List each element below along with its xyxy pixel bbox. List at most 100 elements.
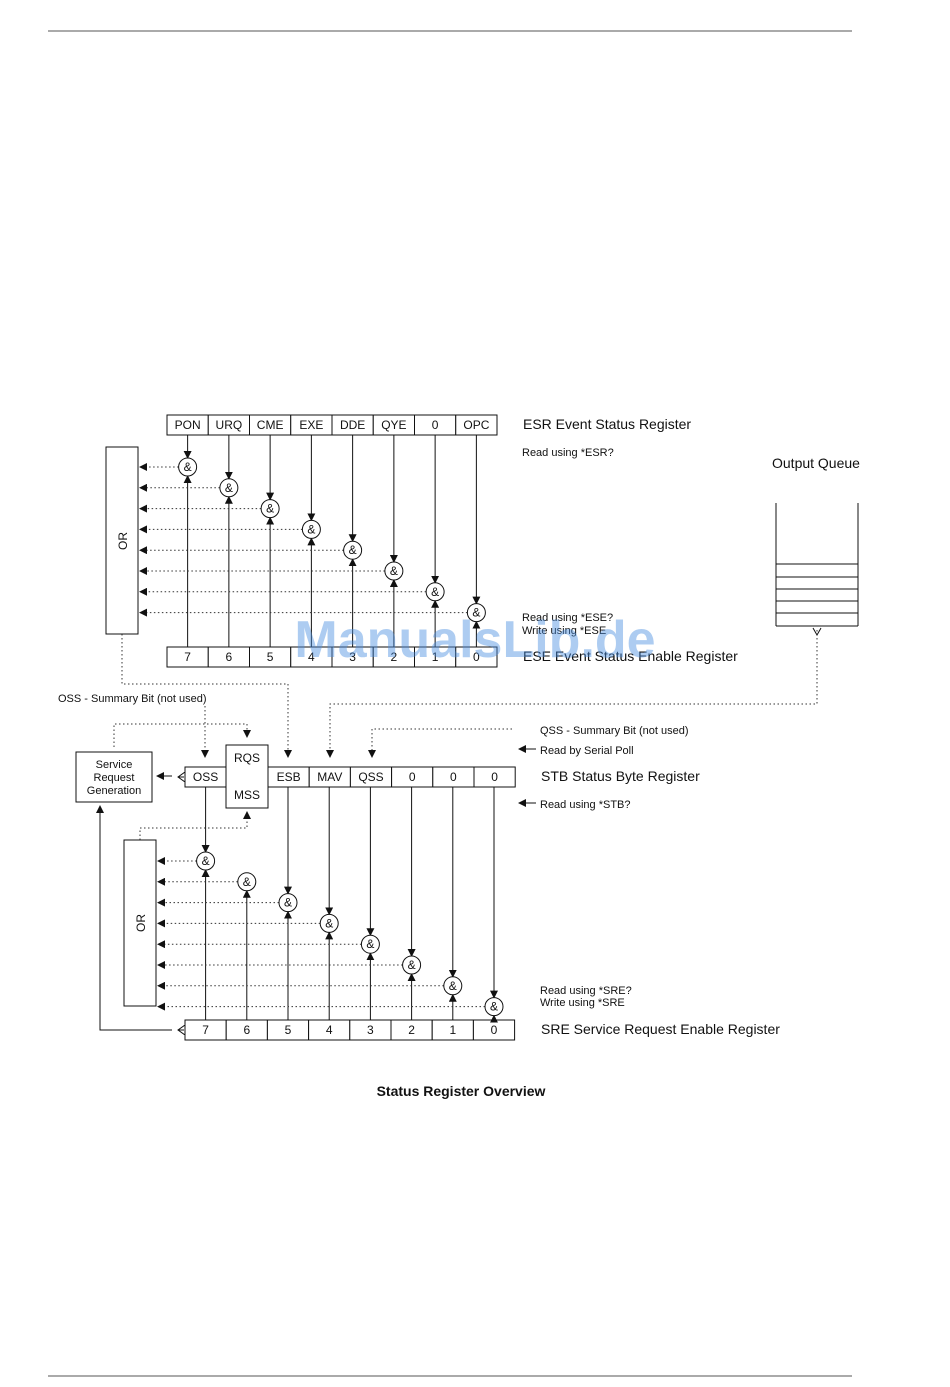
srq-line-1: Service	[96, 759, 133, 771]
queue-outlet	[812, 627, 822, 637]
ese-bit-6: 1	[432, 650, 439, 664]
stb-read: Read using *STB?	[540, 799, 631, 811]
sre-bit-2: 5	[285, 1023, 292, 1037]
and-gate-top-3-symbol: &	[307, 522, 315, 536]
and-gate-top-0	[178, 457, 198, 477]
sre-write: Write using *SRE	[540, 997, 625, 1009]
figure-caption: Status Register Overview	[377, 1083, 546, 1099]
misc-connections	[96, 627, 822, 1031]
and-gate-top-5	[384, 561, 404, 581]
esr-bit-3: EXE	[299, 418, 323, 432]
sre-title: SRE Service Request Enable Register	[541, 1021, 780, 1037]
and-gate-bottom-4-symbol: &	[366, 937, 374, 951]
esr-title: ESR Event Status Register	[523, 416, 691, 432]
and-gate-top-0-symbol: &	[184, 460, 192, 474]
or-gate-top	[105, 446, 139, 635]
ese-bit-4: 3	[349, 650, 356, 664]
ese-read: Read using *ESE?	[522, 612, 613, 624]
sre-register: 7 6 5 4 3 2 1 0	[184, 1019, 516, 1041]
and-gate-top-2	[260, 499, 280, 519]
stb-read-serial: Read by Serial Poll	[540, 745, 634, 757]
and-gate-top-5-symbol: &	[390, 564, 398, 578]
and-gate-top-6	[425, 582, 445, 602]
esr-bit-6: 0	[432, 418, 439, 432]
or-gate-bottom-label: OR	[134, 914, 148, 932]
mss-label: MSS	[234, 788, 260, 802]
and-gate-top-4-symbol: &	[349, 543, 357, 557]
sre-bit-0: 7	[202, 1023, 209, 1037]
and-gate-bottom-2	[278, 893, 298, 913]
and-gate-top-7-symbol: &	[472, 606, 480, 620]
and-gate-bottom-3-symbol: &	[325, 916, 333, 930]
esr-bit-1: URQ	[216, 418, 243, 432]
esr-bit-4: DDE	[340, 418, 365, 432]
and-gate-bottom-0-symbol: &	[202, 854, 210, 868]
and-gate-bottom-3	[319, 913, 339, 933]
sre-bit-6: 1	[449, 1023, 456, 1037]
ese-bit-0: 7	[184, 650, 191, 664]
ese-bit-1: 6	[226, 650, 233, 664]
or-top-to-esb	[121, 634, 292, 758]
sre-read: Read using *SRE?	[540, 985, 632, 997]
and-gate-bottom-7	[484, 997, 504, 1017]
ese-title: ESE Event Status Enable Register	[523, 648, 738, 664]
stb-title: STB Status Byte Register	[541, 768, 700, 784]
and-gate-bottom-5-symbol: &	[408, 958, 416, 972]
esr-bit-0: PON	[175, 418, 201, 432]
esr-read: Read using *ESR?	[522, 447, 614, 459]
and-gate-bottom-7-symbol: &	[490, 1000, 498, 1014]
sre-bit-4: 3	[367, 1023, 374, 1037]
or-gate-bottom	[123, 839, 157, 1007]
ese-bit-7: 0	[473, 650, 480, 664]
sre-bit-5: 2	[408, 1023, 415, 1037]
and-gate-bottom-2-symbol: &	[284, 896, 292, 910]
esr-bit-7: OPC	[463, 418, 489, 432]
ese-bit-3: 4	[308, 650, 315, 664]
queue-to-mav	[326, 630, 818, 758]
sre-bit-3: 4	[326, 1023, 333, 1037]
output-queue-label: Output Queue	[772, 455, 860, 471]
stb-bit-0: OSS	[193, 770, 218, 784]
output-queue	[775, 503, 859, 627]
ese-bit-5: 2	[391, 650, 398, 664]
and-gate-bottom-4	[360, 934, 380, 954]
srq-to-rqs	[113, 723, 251, 747]
or-bottom-to-mss	[139, 811, 251, 840]
esr-register: PON URQ CME EXE DDE QYE 0 OPC	[166, 414, 498, 436]
and-gate-top-7	[466, 603, 486, 623]
qss-note: QSS - Summary Bit (not used)	[540, 725, 689, 737]
stb-bit-1: ESB	[277, 770, 301, 784]
and-gate-top-1	[219, 478, 239, 498]
oss-note: OSS - Summary Bit (not used)	[58, 693, 207, 705]
stb-bit-2: MAV	[317, 770, 342, 784]
stb-bit-4: 0	[409, 770, 416, 784]
and-gate-bottom-0	[196, 851, 216, 871]
and-gate-top-4	[343, 540, 363, 560]
rqs-mss-box	[225, 744, 269, 809]
ese-write: Write using *ESE	[522, 625, 606, 637]
esr-bit-2: CME	[257, 418, 284, 432]
stb-bit-6: 0	[491, 770, 498, 784]
qss-note-to-qss	[368, 728, 512, 758]
rqs-label: RQS	[234, 751, 260, 765]
srq-line-2: Request	[94, 772, 135, 784]
or-gate-top-label: OR	[116, 532, 130, 550]
sre-and-gates: & & & & & & & &	[157, 787, 504, 1023]
esr-bit-5: QYE	[381, 418, 406, 432]
sre-to-srq-generation	[96, 805, 172, 1031]
and-gate-bottom-6	[443, 976, 463, 996]
and-gate-bottom-5	[402, 955, 422, 975]
esr-and-gates: &&&&&&&&	[139, 435, 486, 647]
ese-bit-2: 5	[267, 650, 274, 664]
and-gate-bottom-6-symbol: &	[449, 979, 457, 993]
and-gate-bottom-1-symbol: &	[243, 875, 251, 889]
service-request-generation-box	[75, 751, 153, 803]
and-gate-top-2-symbol: &	[266, 502, 274, 516]
stb-cell-6	[473, 766, 516, 788]
sre-bit-1: 6	[243, 1023, 250, 1037]
sre-bit-7: 0	[491, 1023, 498, 1037]
and-gate-top-3	[301, 519, 321, 539]
and-gate-top-1-symbol: &	[225, 481, 233, 495]
